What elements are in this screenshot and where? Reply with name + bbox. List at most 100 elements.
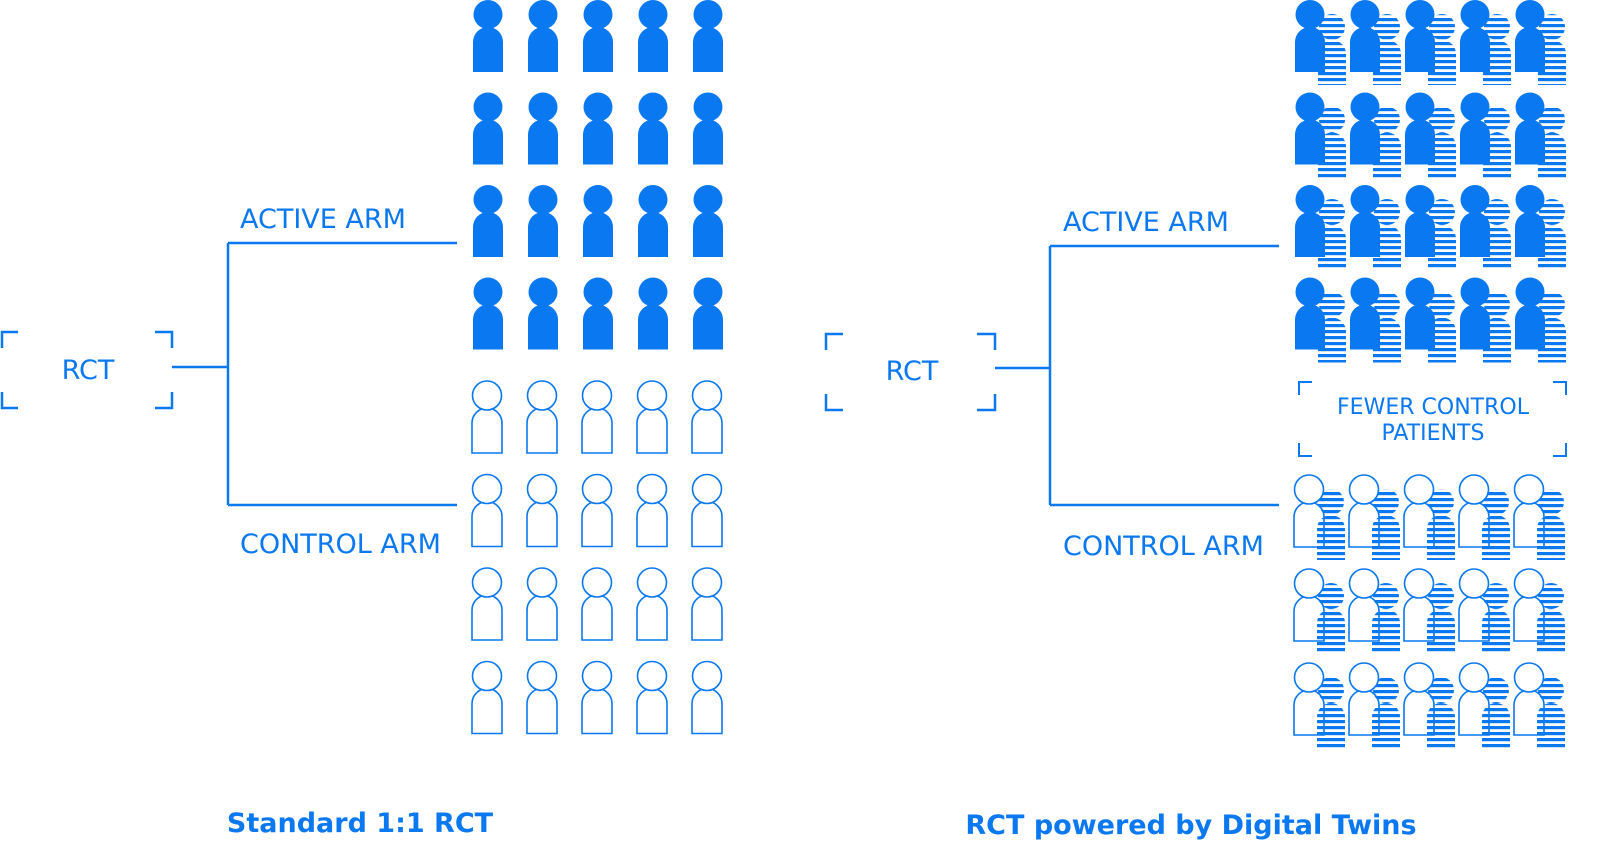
right-active-patient xyxy=(1460,277,1511,363)
person-body xyxy=(528,27,558,72)
person-body xyxy=(1405,212,1435,257)
right-active-patient xyxy=(1295,0,1346,85)
person-body xyxy=(1460,27,1490,72)
left-control-patient xyxy=(471,380,503,454)
right-control-patient xyxy=(1458,474,1510,560)
right-active-patient xyxy=(1515,185,1566,270)
person-head xyxy=(638,277,668,307)
person-filled-icon xyxy=(693,185,723,257)
twin-body xyxy=(1427,609,1455,654)
person-head xyxy=(526,567,558,598)
person-outline-icon xyxy=(526,380,558,454)
person-body xyxy=(528,119,558,165)
person-head xyxy=(1348,662,1380,693)
left-active-patient xyxy=(473,92,504,165)
right-panel: RCT ACTIVE ARM CONTROL ARM FEWER CONTROL… xyxy=(824,0,1567,841)
person-head xyxy=(1403,474,1435,505)
person-outline-icon xyxy=(581,380,613,454)
person-outline-icon xyxy=(1403,474,1435,548)
right-active-patient xyxy=(1295,185,1346,270)
person-body xyxy=(1515,27,1545,72)
person-head xyxy=(473,185,503,214)
right-control-arm-label: CONTROL ARM xyxy=(1063,531,1264,562)
person-filled-icon xyxy=(473,277,504,350)
left-active-patient xyxy=(693,185,723,257)
right-active-patient xyxy=(1460,92,1511,178)
twin-head xyxy=(1318,583,1344,609)
person-body xyxy=(473,304,504,350)
twin-head xyxy=(1429,199,1455,225)
person-body xyxy=(638,212,668,257)
person-body xyxy=(583,27,613,72)
person-head xyxy=(1513,474,1545,505)
person-outline-icon xyxy=(691,473,723,548)
twin-head xyxy=(1539,106,1565,133)
person-body xyxy=(583,119,613,165)
person-head xyxy=(528,92,558,122)
person-filled-icon xyxy=(1515,0,1545,72)
person-filled-icon xyxy=(693,0,723,72)
left-control-patient xyxy=(691,473,723,548)
twin-head xyxy=(1374,199,1400,225)
person-head xyxy=(1458,662,1490,693)
person-head xyxy=(1295,185,1325,214)
person-head xyxy=(1293,662,1325,693)
person-body xyxy=(1405,119,1435,165)
twin-head xyxy=(1483,677,1509,703)
person-filled-icon xyxy=(1405,185,1435,257)
person-outline-icon xyxy=(1293,474,1325,548)
person-head xyxy=(1348,568,1380,599)
left-active-patient xyxy=(528,277,558,350)
person-body xyxy=(583,212,613,257)
person-head xyxy=(473,0,503,29)
digital-twin-icon xyxy=(1538,199,1566,270)
person-head xyxy=(1295,0,1325,29)
twin-body xyxy=(1537,609,1565,654)
digital-twin-icon xyxy=(1537,489,1565,560)
person-body xyxy=(1350,119,1380,165)
person-head xyxy=(1350,277,1380,307)
digital-twin-icon xyxy=(1427,677,1455,748)
right-control-patient xyxy=(1403,662,1455,748)
person-head xyxy=(1460,92,1490,122)
twin-body xyxy=(1537,703,1565,748)
person-head xyxy=(528,277,558,307)
right-control-patient xyxy=(1293,568,1345,654)
left-active-patient xyxy=(693,92,723,165)
twin-head xyxy=(1538,583,1564,609)
person-outline-icon xyxy=(1293,662,1325,736)
person-outline-icon xyxy=(1348,474,1380,548)
person-filled-icon xyxy=(528,0,558,72)
digital-twin-icon xyxy=(1483,106,1511,178)
person-filled-icon xyxy=(473,0,503,72)
right-control-patient xyxy=(1458,662,1510,748)
person-head xyxy=(1350,0,1380,29)
left-control-patient xyxy=(526,660,558,735)
person-head xyxy=(1515,92,1545,122)
right-active-patient xyxy=(1405,92,1456,178)
person-head xyxy=(1513,568,1545,599)
person-head xyxy=(471,660,503,692)
digital-twin-icon xyxy=(1317,677,1345,748)
person-outline-icon xyxy=(1403,568,1435,642)
person-head xyxy=(691,660,723,692)
left-active-patient xyxy=(473,0,503,72)
person-body xyxy=(1460,212,1490,257)
right-control-patient xyxy=(1403,474,1455,560)
person-head xyxy=(473,277,503,307)
person-head xyxy=(581,567,613,598)
twin-head xyxy=(1483,583,1509,609)
right-control-patients-grid xyxy=(1293,474,1565,748)
person-body xyxy=(1460,304,1490,350)
person-outline-icon xyxy=(526,567,558,641)
left-active-arm-label: ACTIVE ARM xyxy=(240,204,406,235)
right-active-patient xyxy=(1295,277,1346,363)
person-body xyxy=(691,500,723,548)
person-head xyxy=(581,660,613,692)
person-head xyxy=(693,277,723,307)
left-control-patient xyxy=(636,473,668,548)
right-active-patient xyxy=(1405,277,1456,363)
person-body xyxy=(581,407,613,454)
twin-body xyxy=(1372,515,1400,560)
person-head xyxy=(636,380,668,411)
